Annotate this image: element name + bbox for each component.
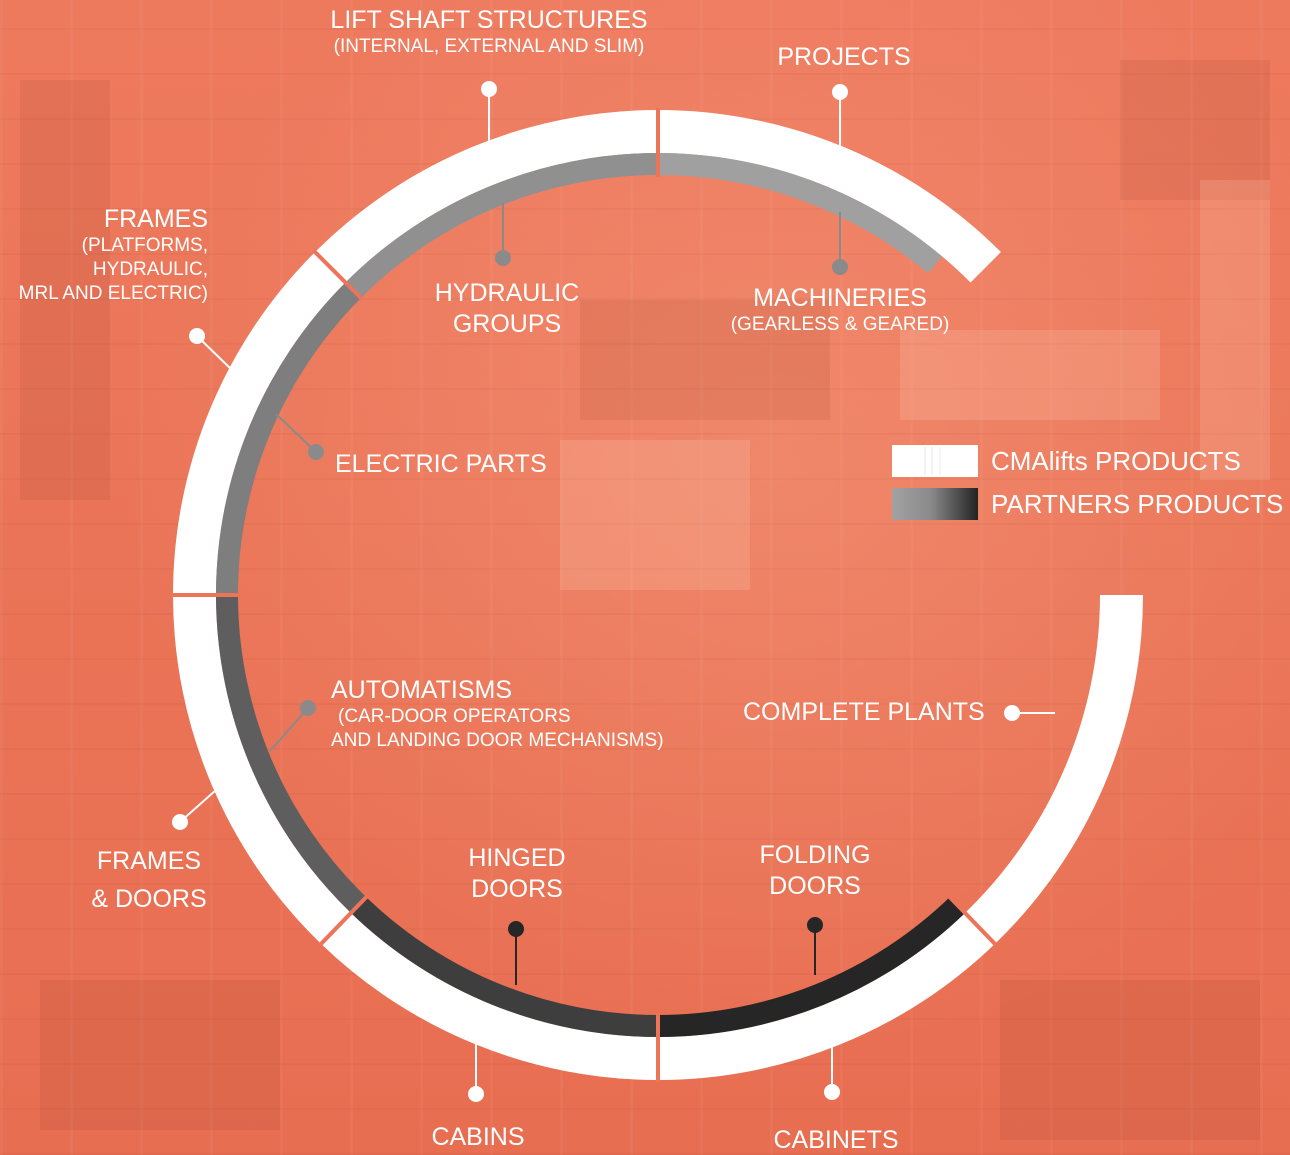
ring-separator <box>312 249 364 301</box>
connector-hydraulic-groups-dot <box>495 250 511 266</box>
ring-separator <box>318 894 370 947</box>
legend-swatch-partners <box>892 488 978 520</box>
connector-machineries-dot <box>832 259 848 275</box>
label-complete-plants: COMPLETE PLANTS <box>743 698 985 726</box>
legend-swatch-cma <box>892 445 978 477</box>
ring-segment-frames-doors <box>173 595 351 944</box>
label-lift-shaft-structures: LIFT SHAFT STRUCTURES (INTERNAL, EXTERNA… <box>330 6 648 57</box>
connector-frames-dot <box>189 328 205 344</box>
connector-hinged-doors-dot <box>508 921 524 937</box>
connector-automatisms-dot <box>300 700 316 716</box>
ring-segment-frames <box>173 252 346 595</box>
connector-electric-parts-dot <box>308 444 324 460</box>
ring-segment-hydraulic-groups <box>345 153 658 299</box>
connector-projects-dot <box>832 84 848 100</box>
legend-partners-products: PARTNERS PRODUCTS <box>991 489 1284 519</box>
legend-cma-products: CMAlifts PRODUCTS <box>991 446 1241 476</box>
legend-swatches <box>892 445 978 520</box>
label-folding-doors: FOLDING DOORS <box>759 841 871 900</box>
label-frames-and-doors: FRAMES & DOORS <box>91 847 207 913</box>
label-projects: PROJECTS <box>777 43 911 71</box>
ring-segment-cabins <box>321 912 658 1080</box>
label-cabinets: CABINETS <box>773 1126 899 1154</box>
ring-segment-automatisms <box>216 595 367 913</box>
connector-cabinets-dot <box>824 1084 840 1100</box>
ring-segment-projects <box>658 110 1001 283</box>
connector-complete-plants-dot <box>1004 705 1020 721</box>
ring-separator <box>946 894 998 947</box>
ring-segment-hinged-doors <box>350 897 658 1037</box>
ring-segment-complete-plants <box>965 595 1143 944</box>
connector-automatisms-line <box>269 707 309 752</box>
connector-frames-doors-line <box>179 789 217 823</box>
label-connectors <box>172 81 1055 1102</box>
ring-segment-folding-doors <box>658 897 966 1037</box>
label-frames: FRAMES (PLATFORMS, HYDRAULIC, MRL AND EL… <box>18 205 208 304</box>
connector-cabins-dot <box>468 1086 484 1102</box>
connector-frames-doors-dot <box>172 814 188 830</box>
label-hydraulic-groups: HYDRAULIC GROUPS <box>434 279 580 338</box>
partner-products-ring <box>216 153 966 1037</box>
label-hinged-doors: HINGED DOORS <box>468 844 566 903</box>
label-machineries: MACHINERIES (GEARLESS & GEARED) <box>730 284 950 335</box>
ring-separators <box>171 108 998 1082</box>
connector-frames-line <box>196 335 234 372</box>
ring-segment-lift-shaft <box>315 110 658 283</box>
ring-segment-electric-parts <box>216 282 362 595</box>
connector-folding-doors-dot <box>807 917 823 933</box>
cma-products-ring <box>173 110 1143 1080</box>
ring-segment-machineries <box>658 153 943 274</box>
label-automatisms: AUTOMATISMS (CAR-DOOR OPERATORS AND LAND… <box>331 676 664 751</box>
label-electric-parts: ELECTRIC PARTS <box>335 450 547 478</box>
ring-segment-cabinets <box>658 912 995 1080</box>
connector-electric-parts-line <box>275 413 317 453</box>
connector-lift-shaft-dot <box>481 81 497 97</box>
label-cabins: CABINS <box>431 1123 525 1151</box>
